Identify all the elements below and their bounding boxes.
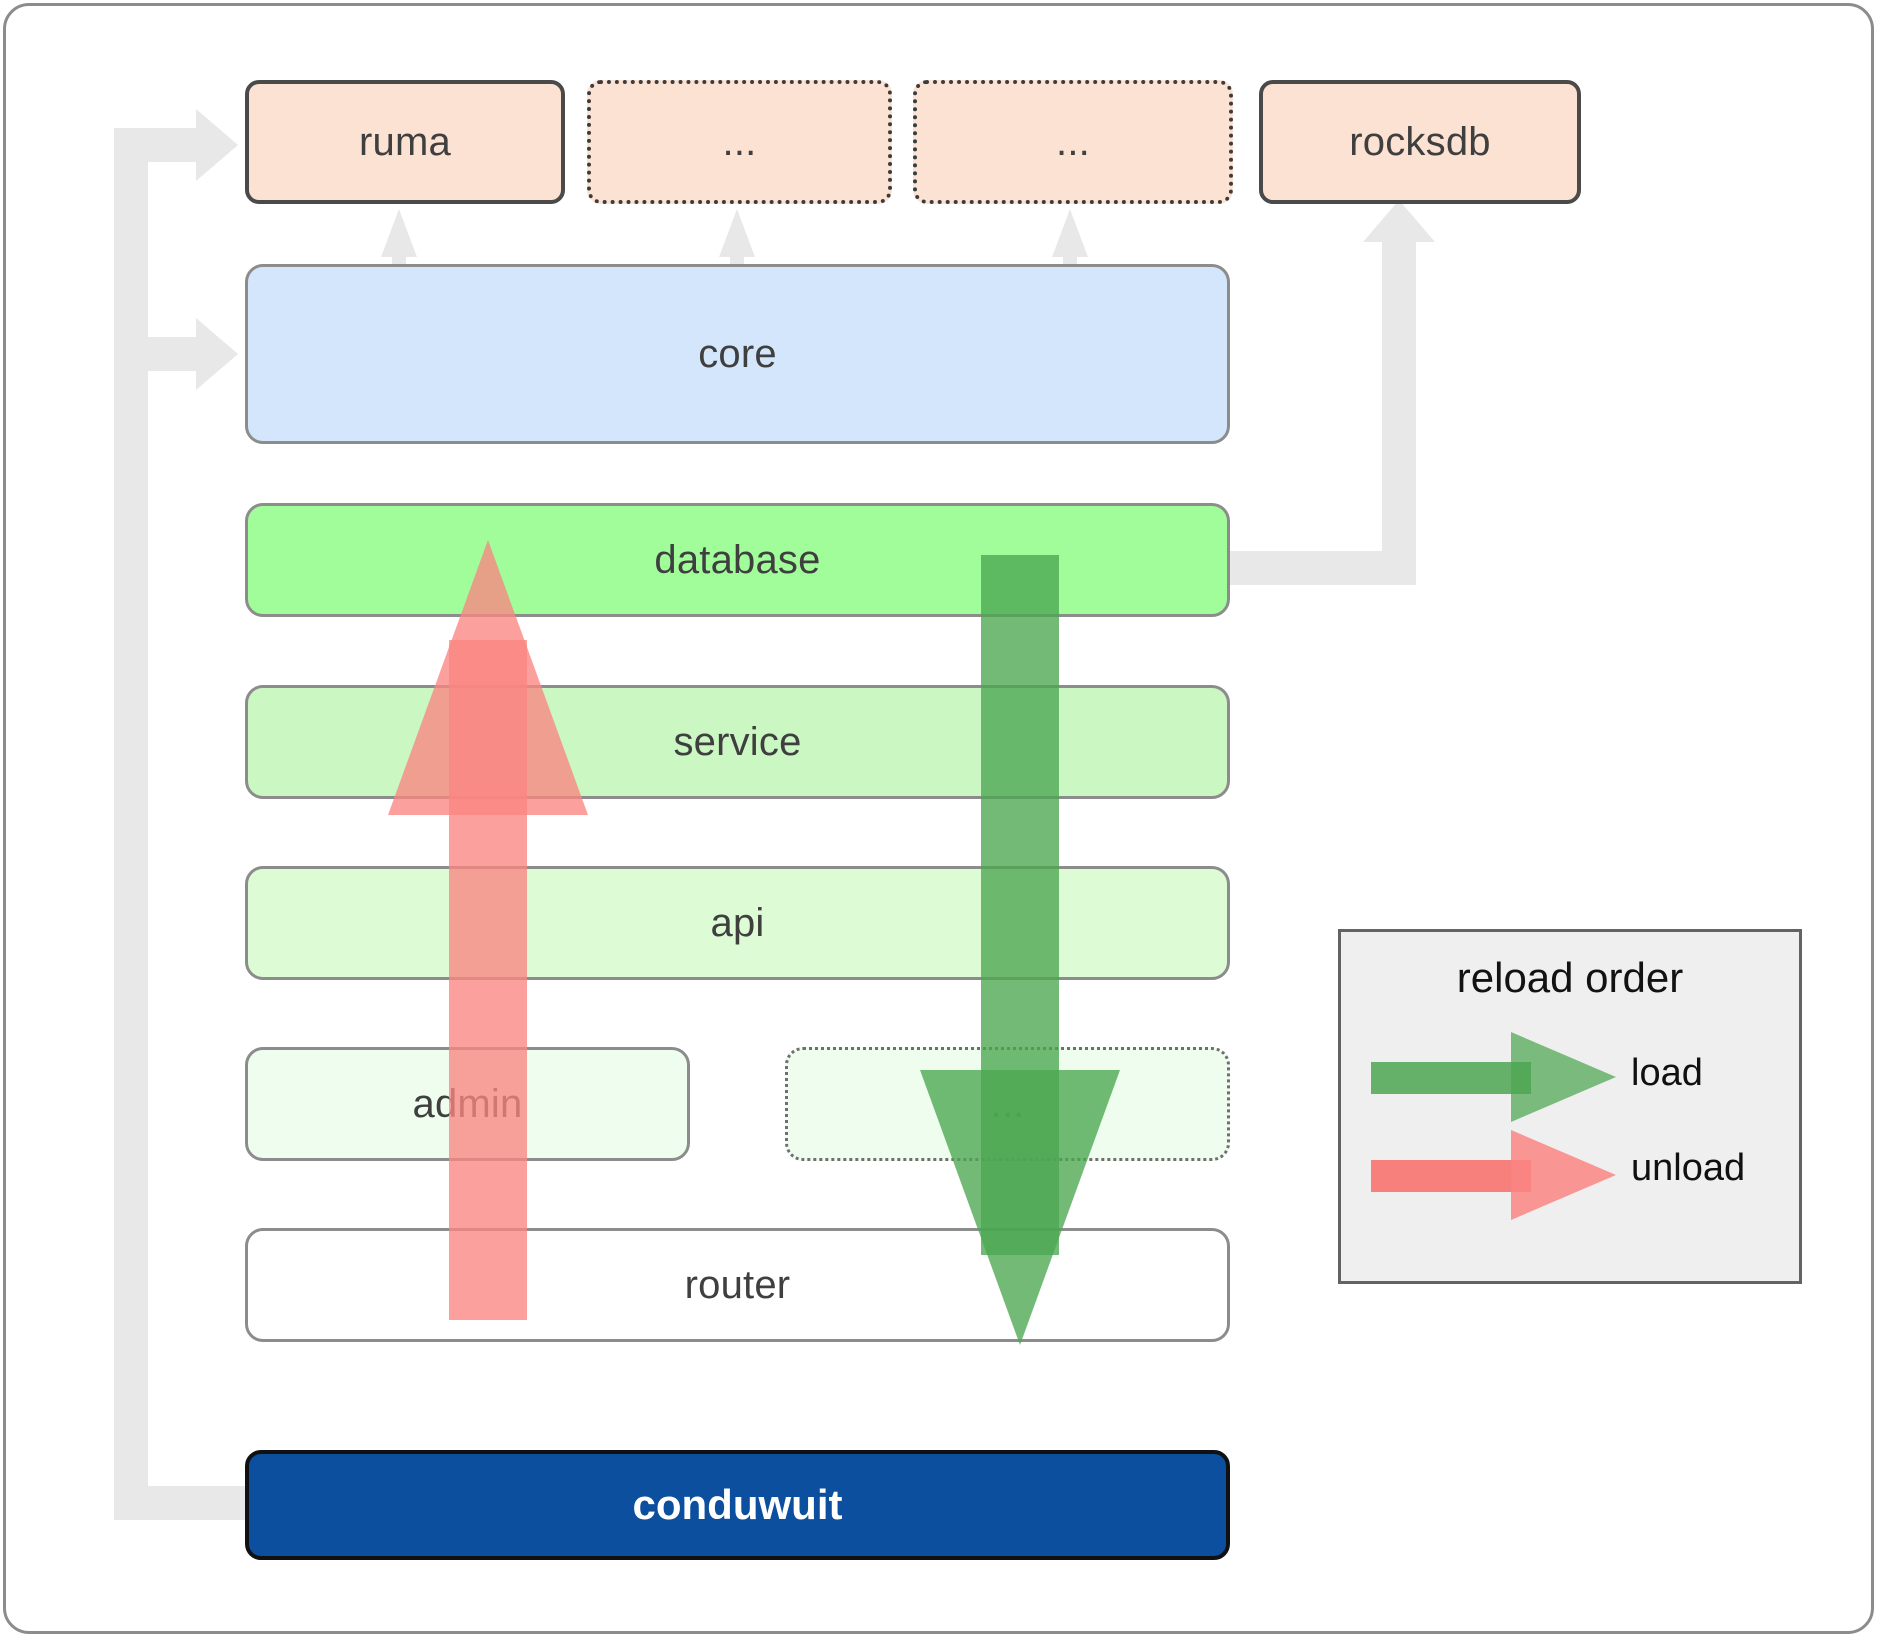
layer-label-ellipsis: ... bbox=[990, 1081, 1025, 1126]
connector-db-to-rocksdb-vertical bbox=[1382, 235, 1416, 575]
core-label: core bbox=[698, 331, 777, 376]
connector-arrowhead-ruma bbox=[196, 109, 238, 181]
layer-box-admin[interactable]: admin bbox=[245, 1047, 690, 1161]
legend-load-arrow-icon bbox=[1371, 1032, 1616, 1122]
dependency-box-rocksdb[interactable]: rocksdb bbox=[1259, 80, 1581, 204]
layer-box-service[interactable]: service bbox=[245, 685, 1230, 799]
connector-arrowhead-rocksdb bbox=[1363, 200, 1435, 242]
core-to-ruma-arrow-icon bbox=[381, 209, 417, 257]
dependency-label-rocksdb: rocksdb bbox=[1349, 119, 1491, 164]
dependency-label-ruma: ruma bbox=[359, 119, 451, 164]
layer-label-database: database bbox=[654, 537, 821, 582]
legend-panel: reload order load unload bbox=[1338, 929, 1802, 1284]
layer-box-ellipsis[interactable]: ... bbox=[785, 1047, 1230, 1161]
layer-label-router: router bbox=[684, 1262, 791, 1307]
core-to-dots1-arrow-icon bbox=[719, 209, 755, 257]
app-bar-label: conduwuit bbox=[632, 1481, 843, 1528]
legend-unload-arrow-icon bbox=[1371, 1130, 1616, 1220]
layer-box-router[interactable]: router bbox=[245, 1228, 1230, 1342]
dependency-label-ellipsis-2: ... bbox=[1056, 119, 1090, 164]
dependency-box-ellipsis-1[interactable]: ... bbox=[587, 80, 892, 204]
layer-box-database[interactable]: database bbox=[245, 503, 1230, 617]
dependency-box-ruma[interactable]: ruma bbox=[245, 80, 565, 204]
diagram-frame bbox=[3, 3, 1874, 1634]
layer-label-admin: admin bbox=[412, 1081, 523, 1126]
dependency-label-ellipsis-1: ... bbox=[722, 119, 757, 164]
layer-box-api[interactable]: api bbox=[245, 866, 1230, 980]
app-bar-conduwuit[interactable]: conduwuit bbox=[245, 1450, 1230, 1560]
layer-label-api: api bbox=[710, 900, 765, 945]
dependency-box-ellipsis-2[interactable]: ... bbox=[913, 80, 1233, 204]
layer-label-service: service bbox=[673, 719, 802, 764]
connector-branch-app bbox=[114, 1486, 254, 1520]
legend-label-load: load bbox=[1631, 1052, 1703, 1094]
legend-label-unload: unload bbox=[1631, 1147, 1746, 1189]
connector-trunk-vertical bbox=[114, 128, 148, 1520]
legend-title: reload order bbox=[1456, 954, 1684, 1001]
connector-arrowhead-core bbox=[196, 318, 238, 390]
core-box[interactable]: core bbox=[245, 264, 1230, 444]
core-to-dots2-arrow-icon bbox=[1052, 209, 1088, 257]
